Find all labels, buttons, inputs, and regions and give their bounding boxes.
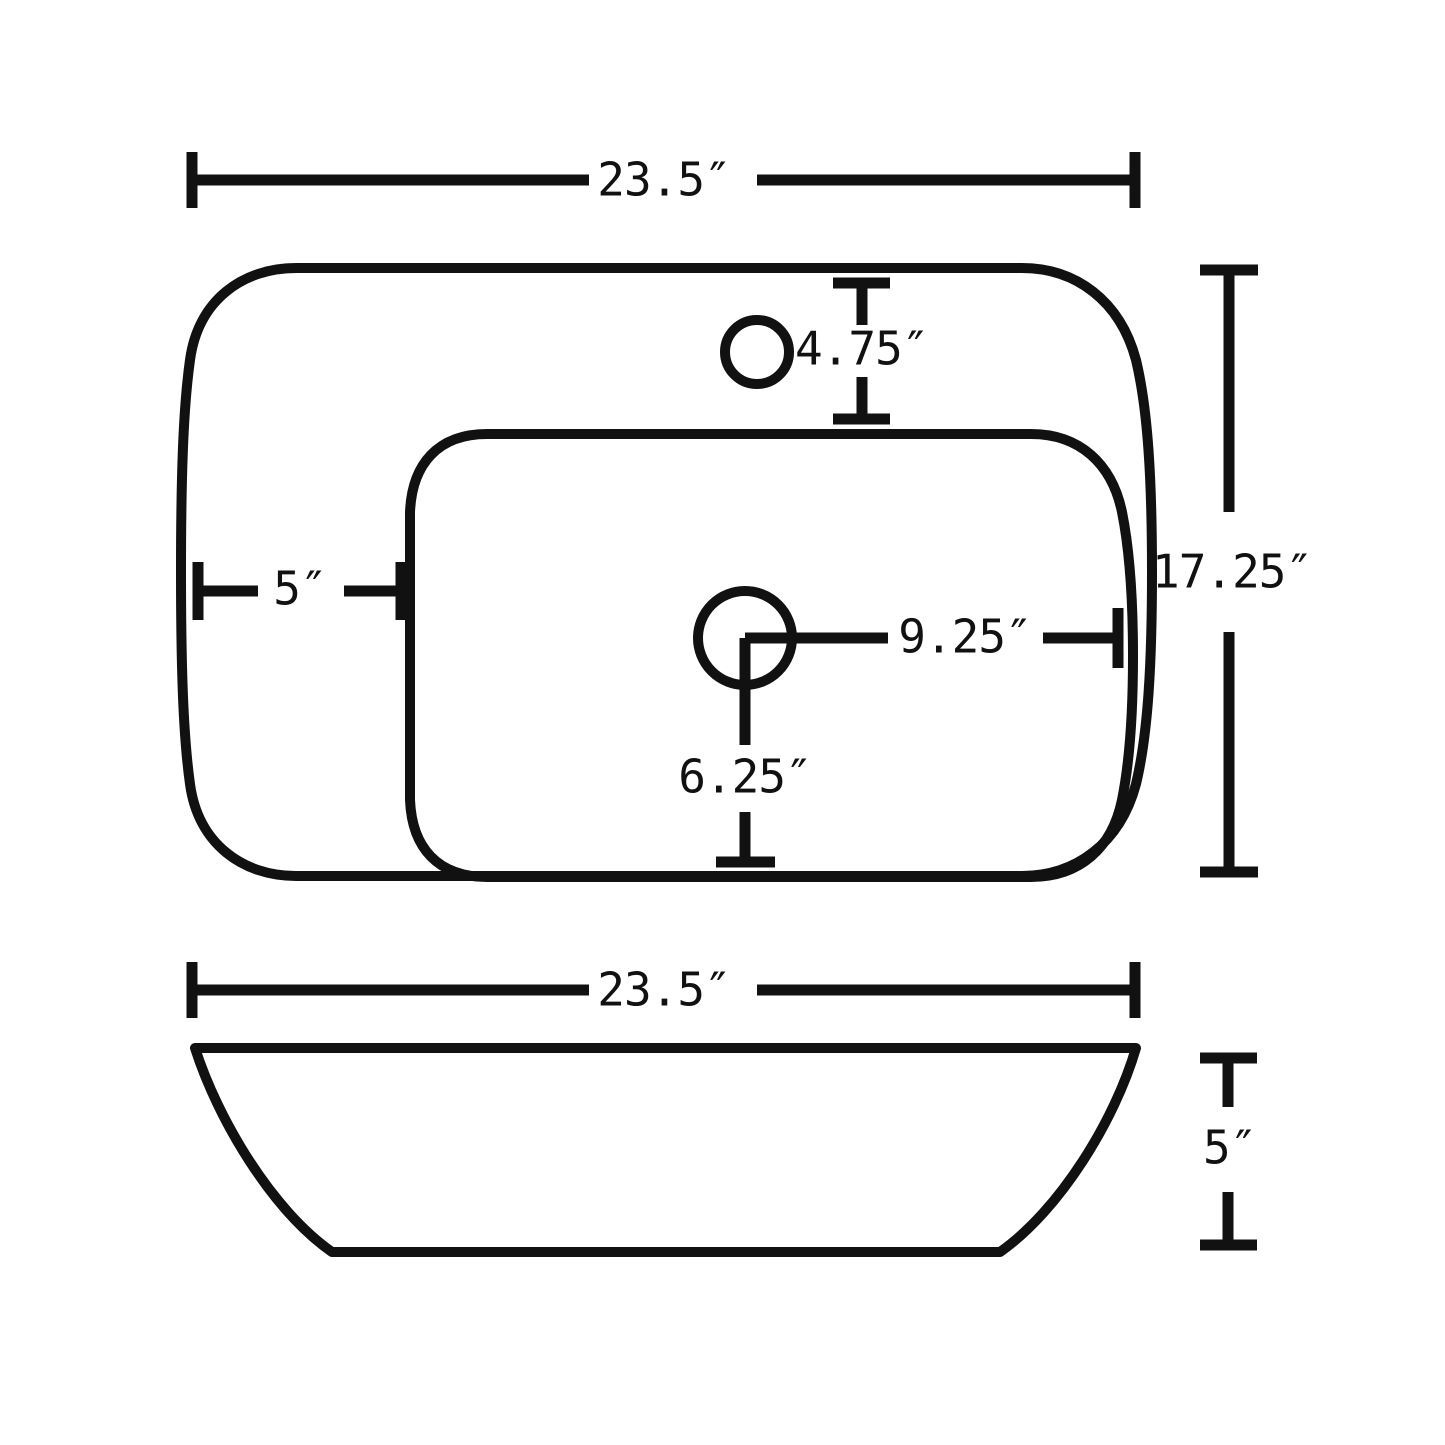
drain-bottom-label: 6.25″ [678, 750, 811, 804]
profile-height-label: 5″ [1203, 1121, 1256, 1175]
faucet-offset-dimension: 4.75″ [795, 277, 929, 425]
top-width-label: 23.5″ [597, 153, 730, 207]
top-width-dimension: 23.5″ [186, 152, 1141, 208]
profile-height-dimension: 5″ [1200, 1052, 1257, 1251]
side-profile-outline [190, 1043, 1141, 1257]
drain-right-dimension: 9.25″ [745, 608, 1124, 668]
bottom-width-label: 23.5″ [597, 963, 730, 1017]
inner-basin-outline [405, 429, 1138, 882]
faucet-hole-icon [720, 315, 794, 389]
overall-depth-dimension: 17.25″ [1152, 264, 1313, 878]
left-margin-dimension: 5″ [192, 562, 407, 620]
drain-bottom-dimension: 6.25″ [678, 638, 813, 868]
bottom-width-dimension: 23.5″ [186, 962, 1141, 1018]
drain-right-label: 9.25″ [898, 610, 1031, 664]
faucet-offset-label: 4.75″ [795, 322, 928, 376]
left-margin-label: 5″ [273, 562, 326, 616]
overall-depth-label: 17.25″ [1152, 545, 1312, 599]
